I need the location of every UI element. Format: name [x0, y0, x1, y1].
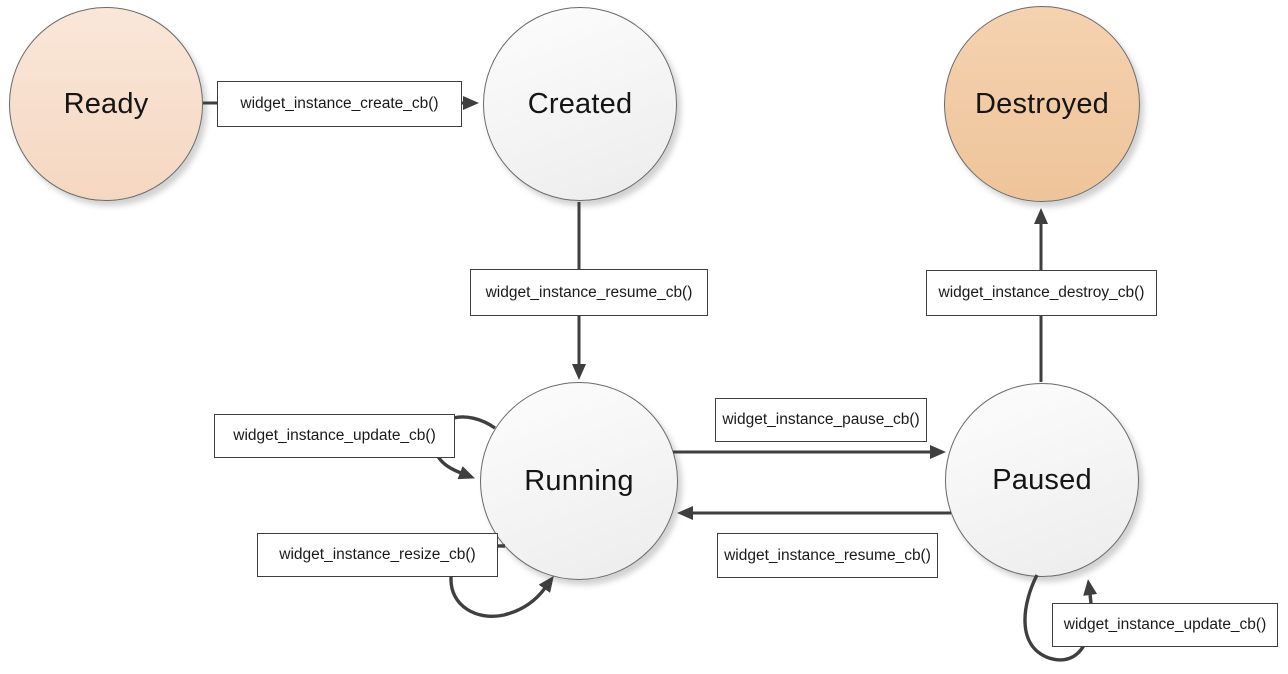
transition-label-resume-paused-running-text: widget_instance_resume_cb()	[724, 546, 931, 564]
transition-label-update-paused: widget_instance_update_cb()	[1052, 603, 1278, 647]
transition-label-pause-text: widget_instance_pause_cb()	[722, 411, 920, 428]
state-label-running: Running	[524, 464, 634, 497]
transition-label-update-running-text: widget_instance_update_cb()	[233, 427, 436, 444]
state-label-paused: Paused	[992, 463, 1092, 496]
transition-label-destroy-text: widget_instance_destroy_cb()	[938, 284, 1145, 301]
transition-label-resize: widget_instance_resize_cb()	[257, 533, 498, 577]
transition-label-resume-paused-running: widget_instance_resume_cb()	[717, 533, 938, 578]
transition-label-update-running: widget_instance_update_cb()	[214, 414, 455, 458]
state-circle-paused: Paused	[945, 383, 1139, 577]
transition-label-create-text: widget_instance_create_cb()	[240, 95, 439, 112]
state-label-created: Created	[527, 87, 633, 120]
state-circle-running: Running	[480, 382, 678, 580]
transition-label-create: widget_instance_create_cb()	[217, 81, 462, 127]
state-circle-ready: Ready	[9, 7, 203, 201]
state-circle-created: Created	[483, 7, 677, 201]
transition-label-resume-created-running-text: widget_instance_resume_cb()	[485, 283, 693, 301]
state-label-destroyed: Destroyed	[975, 87, 1109, 120]
state-label-ready: Ready	[63, 87, 149, 120]
transition-label-update-paused-text: widget_instance_update_cb()	[1063, 616, 1267, 633]
transition-label-pause: widget_instance_pause_cb()	[715, 398, 927, 442]
transition-label-destroy: widget_instance_destroy_cb()	[926, 270, 1157, 316]
transition-label-resume-created-running: widget_instance_resume_cb()	[470, 269, 708, 316]
state-circle-destroyed: Destroyed	[944, 6, 1140, 202]
transition-label-resize-text: widget_instance_resize_cb()	[279, 546, 476, 563]
